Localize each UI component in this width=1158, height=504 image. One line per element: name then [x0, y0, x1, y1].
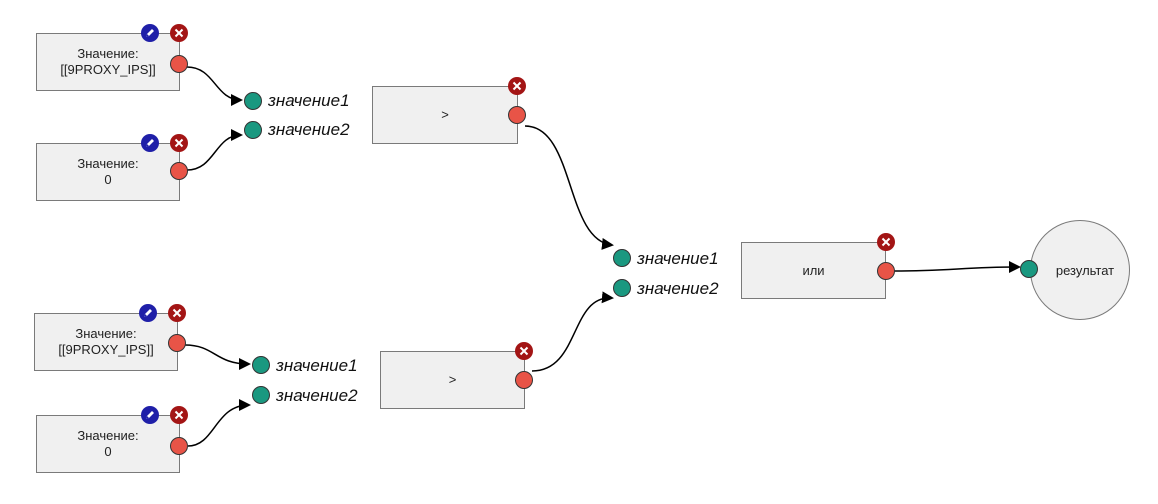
value-node-label: Значение:	[77, 428, 139, 443]
input-port-1[interactable]	[252, 356, 270, 374]
or-node[interactable]: или	[741, 242, 886, 299]
input-label-1: значение1	[268, 91, 350, 110]
value-node-value: 0	[104, 172, 112, 187]
operator-label: >	[441, 107, 449, 122]
output-port[interactable]	[877, 262, 895, 280]
value-node-value: 0	[104, 444, 112, 459]
edge-or-to-result	[893, 261, 1021, 274]
input-label-1: значение1	[637, 249, 719, 268]
operator-label: >	[448, 372, 457, 387]
close-icon[interactable]	[170, 406, 188, 424]
input-port-1[interactable]	[613, 249, 631, 267]
output-port[interactable]	[170, 437, 188, 455]
output-port[interactable]	[170, 55, 188, 73]
edge-compare2-to-or	[531, 291, 614, 372]
output-port[interactable]	[508, 106, 526, 124]
value-node-1[interactable]: Значение: [[9PROXY_IPS]]	[36, 33, 180, 91]
close-icon[interactable]	[168, 304, 186, 322]
close-icon[interactable]	[170, 24, 188, 42]
input-port-2[interactable]	[613, 279, 631, 297]
edge-value4-to-compare2	[187, 399, 251, 447]
pencil-icon[interactable]	[141, 406, 159, 424]
input-port-2[interactable]	[244, 121, 262, 139]
output-port[interactable]	[515, 371, 533, 389]
compare-node-2[interactable]: >	[380, 351, 525, 409]
input-port[interactable]	[1020, 260, 1038, 278]
pencil-icon[interactable]	[139, 304, 157, 322]
edge-value1-to-compare1	[186, 66, 243, 106]
input-port-1[interactable]	[244, 92, 262, 110]
close-icon[interactable]	[170, 134, 188, 152]
input-label-2: значение2	[268, 120, 350, 139]
value-node-value: [[9PROXY_IPS]]	[58, 342, 154, 357]
input-label-2: значение2	[637, 279, 719, 298]
close-icon[interactable]	[877, 233, 895, 251]
value-node-value: [[9PROXY_IPS]]	[60, 62, 156, 77]
edge-compare1-to-or	[524, 125, 614, 250]
output-port[interactable]	[170, 162, 188, 180]
pencil-icon[interactable]	[141, 24, 159, 42]
value-node-2[interactable]: Значение: 0	[36, 143, 180, 201]
value-node-label: Значение:	[77, 46, 139, 61]
operator-label: или	[802, 262, 825, 278]
close-icon[interactable]	[515, 342, 533, 360]
value-node-3[interactable]: Значение: [[9PROXY_IPS]]	[34, 313, 178, 371]
input-label-2: значение2	[276, 386, 358, 405]
input-label-1: значение1	[276, 356, 358, 375]
output-port[interactable]	[168, 334, 186, 352]
value-node-label: Значение:	[77, 156, 139, 171]
result-node[interactable]: результат	[1030, 220, 1130, 320]
compare-node-1[interactable]: >	[372, 86, 518, 144]
edge-value3-to-compare2	[184, 344, 251, 370]
edge-value2-to-compare1	[186, 129, 243, 171]
close-icon[interactable]	[508, 77, 526, 95]
input-port-2[interactable]	[252, 386, 270, 404]
value-node-label: Значение:	[75, 326, 137, 341]
pencil-icon[interactable]	[141, 134, 159, 152]
result-label: результат	[1055, 262, 1115, 278]
value-node-4[interactable]: Значение: 0	[36, 415, 180, 473]
